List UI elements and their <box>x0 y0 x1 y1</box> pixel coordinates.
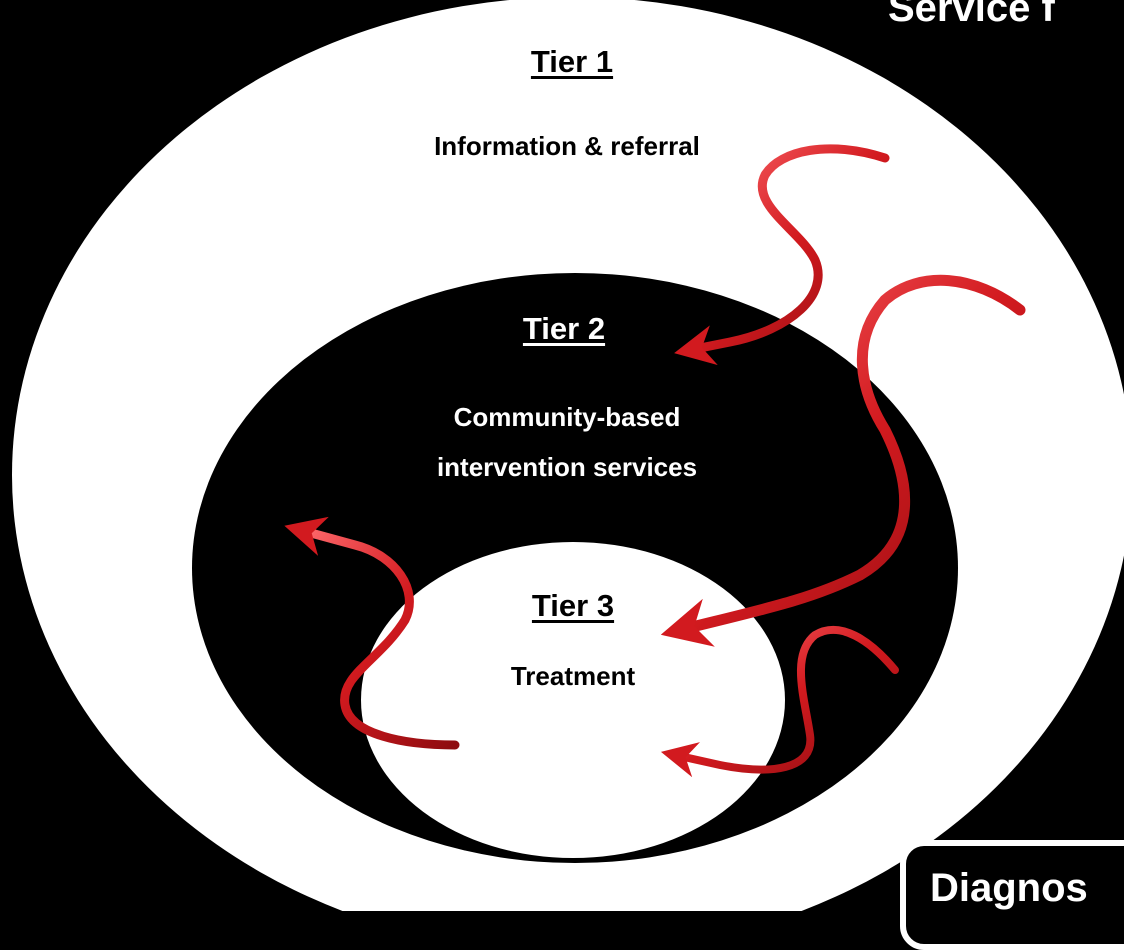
tier-diagram: Service f Tier 1 Information & referral … <box>12 0 1124 950</box>
referral-arrow-tier1-to-tier2 <box>674 144 890 366</box>
tier-2-description-line-1: Community-based <box>453 402 681 432</box>
tier-2-description-line-2: intervention services <box>436 452 698 482</box>
referral-arrow-tier1-to-tier3 <box>660 274 1026 647</box>
tier-2-title: Tier 2 <box>522 311 606 346</box>
diagnosis-box: Diagnos <box>900 840 1124 950</box>
referral-arrow-back-to-tier3 <box>660 626 899 778</box>
tier-3-title: Tier 3 <box>531 588 615 623</box>
tier-3-description: Treatment <box>510 661 636 691</box>
corner-title: Service f <box>888 0 1055 30</box>
tier-1-title: Tier 1 <box>530 44 614 79</box>
referral-arrow-tier3-to-tier2 <box>284 516 460 750</box>
diagnosis-box-label: Diagnos <box>930 866 1088 910</box>
tier-circles <box>12 0 1124 911</box>
tier-1-description: Information & referral <box>434 131 700 161</box>
